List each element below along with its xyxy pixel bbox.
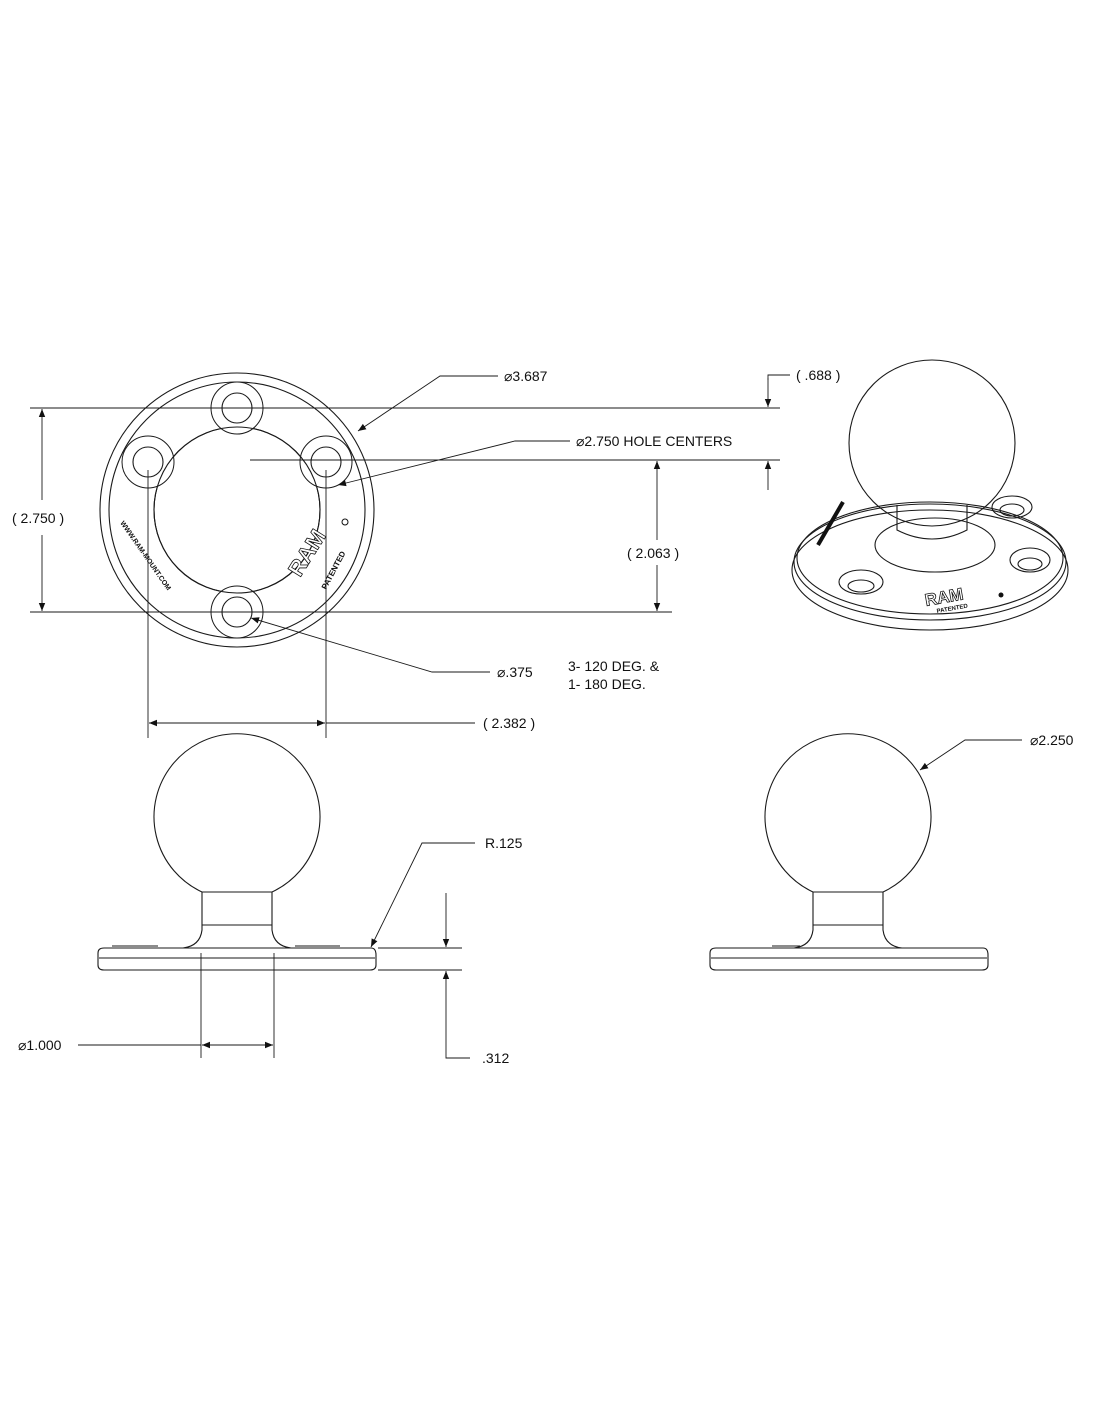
dim-height-ref: ( 2.750 ) (12, 510, 64, 526)
iso-patented-label: PATENTED (936, 603, 969, 614)
dim-width-ref: ( 2.382 ) (483, 715, 535, 731)
base-outer-edge (99, 372, 375, 648)
isometric-view: RAM PATENTED (791, 359, 1069, 631)
registered-mark-icon (341, 518, 349, 526)
dim-fillet-radius: R.125 (485, 835, 523, 851)
dim-ball-diameter: ⌀2.250 (1030, 732, 1074, 748)
front-view: ⌀2.250 (709, 732, 1074, 971)
dim-hole-diameter: ⌀.375 (497, 664, 533, 680)
dim-outer-diameter: ⌀3.687 (504, 368, 548, 384)
dim-top-offset-ref: ( .688 ) (796, 367, 840, 383)
mounting-holes (121, 381, 353, 639)
patented-label: PATENTED (320, 549, 348, 590)
hole-pattern-line2: 1- 180 DEG. (568, 676, 646, 692)
side-view: ⌀1.000 R.125 .312 (18, 733, 523, 1066)
dim-neck-diameter: ⌀1.000 (18, 1037, 62, 1053)
dim-base-thickness: .312 (482, 1050, 509, 1066)
dim-hole-centers: ⌀2.750 HOLE CENTERS (576, 433, 732, 449)
url-label: WWW.RAM-MOUNT.COM (118, 520, 171, 592)
dim-offset-ref: ( 2.063 ) (627, 545, 679, 561)
top-view: RAM PATENTED WWW.RAM-MOUNT.COM ( 2.750 )… (12, 367, 840, 738)
ram-logo: RAM (283, 525, 331, 581)
hole-pattern-line1: 3- 120 DEG. & (568, 658, 660, 674)
